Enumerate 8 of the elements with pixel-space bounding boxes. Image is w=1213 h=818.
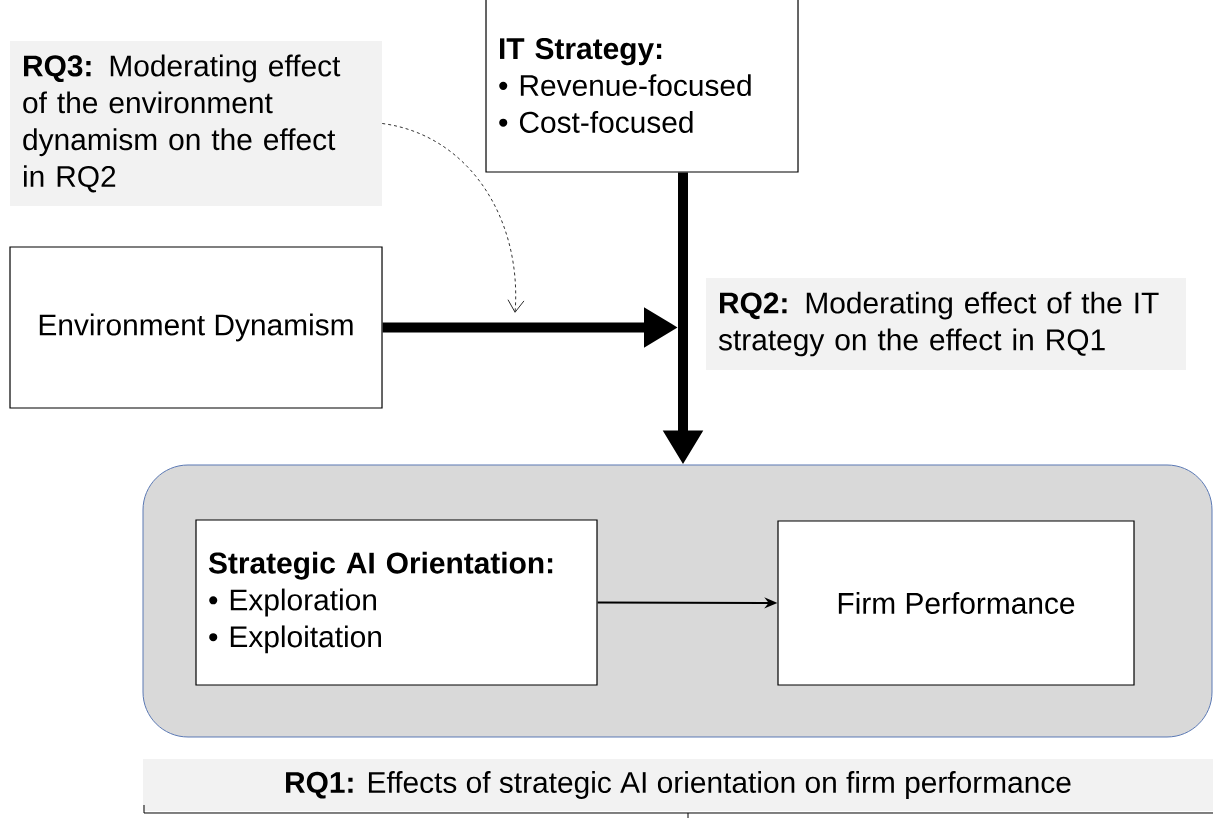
note-box: RQ3: Moderating effect of the environment dynamism on the effect in RQ2: [10, 41, 382, 206]
list-box: IT Strategy: • Revenue-focused • Cost-focused: [485, 0, 799, 173]
note-box: RQ2: Moderating effect of the IT strategy on the effect in RQ1: [706, 278, 1186, 370]
list-box: Strategic AI Orientation: • Exploration • Exploitation: [195, 519, 598, 686]
concept-box: Environment Dynamism: [9, 246, 383, 409]
note-band: RQ1: Effects of strategic AI orientation on firm performance: [143, 759, 1213, 811]
dashed-arrow: [381, 123, 525, 313]
concept-box: Firm Performance: [777, 520, 1135, 686]
